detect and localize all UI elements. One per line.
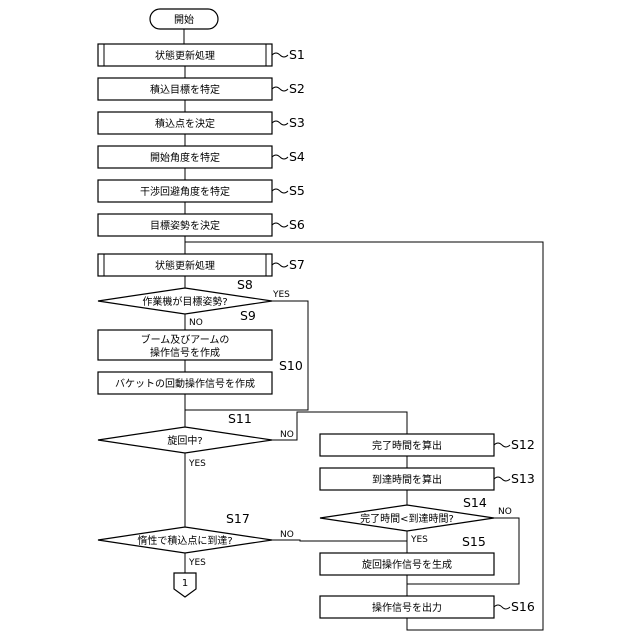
decision-s11-yes: YES: [188, 459, 206, 469]
start-terminal-label: 開始: [174, 13, 194, 26]
step-label-s16: S16: [511, 599, 535, 614]
step-label-s9: S9: [240, 308, 256, 323]
decision-s8-text: 作業機が目標姿勢?: [142, 295, 227, 308]
step-label-s17: S17: [226, 511, 250, 526]
process-s4-text: 開始角度を特定: [150, 151, 220, 164]
step-label-s12: S12: [511, 437, 535, 452]
decision-s14-yes: YES: [410, 535, 428, 545]
step-label-s2: S2: [289, 81, 305, 96]
decision-s17-no: NO: [280, 530, 294, 540]
process-s3-text: 積込点を決定: [155, 117, 215, 130]
process-s12-text: 完了時間を算出: [372, 439, 442, 452]
decision-s14-text: 完了時間<到達時間?: [360, 512, 454, 525]
process-s16-text: 操作信号を出力: [372, 601, 442, 614]
process-s2-text: 積込目標を特定: [150, 83, 220, 96]
process-s7-text: 状態更新処理: [155, 259, 215, 272]
process-s9-line1: ブーム及びアームの: [141, 333, 230, 346]
process-s10-text: バケットの回動操作信号を作成: [115, 377, 255, 390]
process-s9-line2: 操作信号を作成: [150, 346, 220, 359]
decision-s8-yes: YES: [272, 290, 290, 300]
step-label-s10: S10: [279, 358, 303, 373]
decision-s11-text: 旋回中?: [167, 434, 202, 447]
step-label-s11: S11: [228, 411, 252, 426]
step-label-s5: S5: [289, 183, 305, 198]
process-s1-text: 状態更新処理: [155, 49, 215, 62]
decision-s11-no: NO: [280, 430, 294, 440]
process-s15-text: 旋回操作信号を生成: [362, 558, 452, 571]
step-label-s7: S7: [289, 257, 305, 272]
decision-s8-no: NO: [189, 318, 203, 328]
step-label-s13: S13: [511, 471, 535, 486]
decision-s17-yes: YES: [188, 558, 206, 568]
offpage-connector-label: 1: [182, 578, 188, 589]
step-label-s8: S8: [237, 277, 253, 292]
process-s6-text: 目標姿勢を決定: [150, 219, 220, 232]
step-label-s4: S4: [289, 149, 305, 164]
decision-s14-no: NO: [498, 507, 512, 517]
decision-s17-text: 惰性で積込点に到達?: [137, 534, 232, 547]
process-s13-text: 到達時間を算出: [372, 473, 442, 486]
process-s5-text: 干渉回避角度を特定: [140, 185, 230, 198]
step-label-s3: S3: [289, 115, 305, 130]
step-label-s1: S1: [289, 47, 305, 62]
step-label-s15: S15: [462, 534, 486, 549]
step-label-s14: S14: [463, 495, 487, 510]
step-label-s6: S6: [289, 217, 305, 232]
